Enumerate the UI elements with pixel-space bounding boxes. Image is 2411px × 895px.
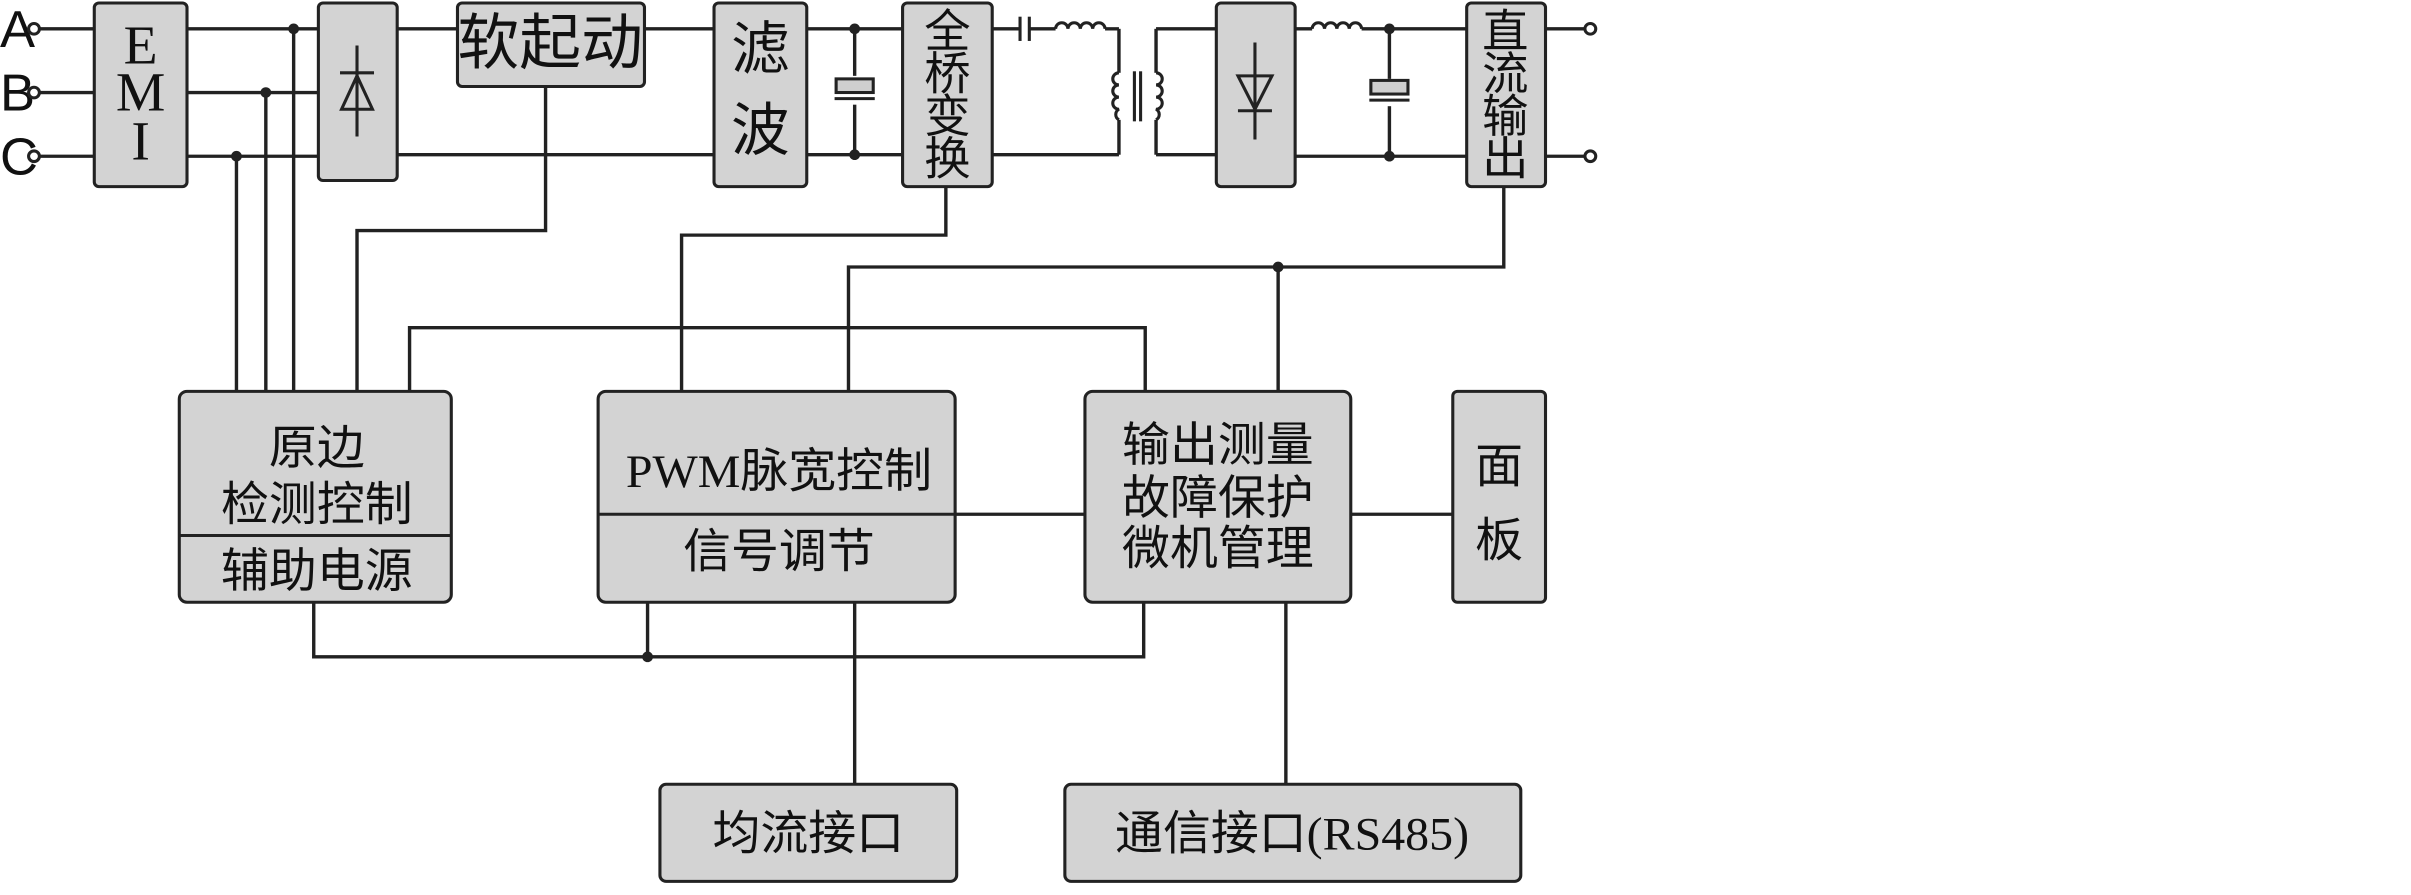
- junction-dot: [849, 149, 861, 161]
- inductor-icon: [1310, 21, 1364, 30]
- emi-letter-m: M: [116, 62, 165, 122]
- comm-interface-block: 通信接口(RS485): [1063, 782, 1523, 883]
- dc-output-label-1: 直: [1482, 6, 1528, 57]
- current-share-label: 均流接口: [712, 809, 904, 861]
- full-bridge-label-4: 换: [924, 134, 970, 185]
- current-share-interface-block: 均流接口: [658, 782, 959, 883]
- output-terminals-wiring: [1545, 27, 1585, 158]
- dc-output-block: 直 流 输 出: [1465, 1, 1548, 189]
- bus-wiring: [397, 27, 715, 157]
- output-filter-wiring: [1295, 21, 1467, 158]
- panel-block: 面 板: [1451, 389, 1548, 604]
- emi-to-rectifier-wiring: [187, 27, 319, 158]
- measure-label-3: 微机管理: [1122, 524, 1314, 576]
- transformer-icon: [1111, 71, 1164, 122]
- junction-dot: [231, 150, 242, 162]
- input-rectifier-block: [316, 1, 399, 183]
- output-rectifier-block: [1214, 1, 1297, 189]
- filter-label-2: 波: [731, 99, 790, 163]
- full-bridge-block: 全 桥 变 换: [901, 1, 994, 189]
- measure-label-2: 故障保护: [1122, 474, 1314, 526]
- junction-dot: [1384, 150, 1395, 162]
- full-bridge-label-3: 变: [924, 91, 970, 142]
- primary-label-1: 原边: [269, 424, 365, 476]
- terminal-b: [27, 85, 41, 100]
- filter-block: 滤 波: [712, 1, 809, 189]
- measure-protection-block: 输出测量 故障保护 微机管理: [1083, 389, 1353, 604]
- dc-output-label-3: 输: [1482, 91, 1528, 142]
- junction-dot: [1384, 23, 1395, 35]
- dc-output-label-4: 出: [1482, 134, 1528, 185]
- primary-label-2: 检测控制: [221, 480, 413, 532]
- soft-start-label: 软起动: [457, 10, 642, 77]
- junction-dot: [260, 87, 272, 98]
- output-terminal-positive: [1583, 21, 1598, 36]
- full-bridge-label-2: 桥: [924, 49, 970, 100]
- primary-control-block: 原边 检测控制 辅助电源: [177, 389, 453, 604]
- measure-label-1: 输出测量: [1122, 421, 1314, 473]
- emi-letter-e: E: [124, 15, 158, 75]
- capacitor-icon: [1369, 78, 1410, 102]
- dc-output-label-2: 流: [1482, 49, 1528, 100]
- diode-icon: [1235, 42, 1275, 140]
- diode-icon: [339, 45, 375, 137]
- terminal-c: [27, 149, 41, 164]
- output-terminal-negative: [1583, 149, 1598, 164]
- inductor-icon: [1054, 21, 1107, 30]
- secondary-wiring: [1154, 27, 1217, 157]
- junction-dot: [642, 651, 653, 663]
- input-wiring: [40, 27, 95, 158]
- emi-block: E M I: [92, 1, 189, 189]
- junction-dot: [849, 23, 861, 35]
- soft-start-block: 软起动: [455, 1, 647, 88]
- terminal-a: [27, 21, 41, 36]
- emi-letter-i: I: [131, 111, 150, 171]
- junction-dot: [288, 23, 300, 35]
- comm-label: 通信接口(RS485): [1115, 809, 1469, 861]
- control-wiring: [234, 28, 1506, 785]
- pwm-control-block: PWM脉宽控制 信号调节: [596, 389, 957, 604]
- filter-label-1: 滤: [731, 17, 790, 81]
- signal-conditioning-label: 信号调节: [683, 527, 875, 579]
- full-bridge-label-1: 全: [924, 6, 970, 57]
- resonant-tank: [992, 16, 1121, 157]
- aux-supply-label: 辅助电源: [221, 546, 413, 598]
- panel-label-2: 板: [1475, 516, 1523, 568]
- panel-label-1: 面: [1475, 442, 1523, 494]
- pwm-label: PWM脉宽控制: [626, 446, 932, 498]
- junction-dot: [1272, 261, 1284, 273]
- capacitor-icon: [834, 77, 875, 101]
